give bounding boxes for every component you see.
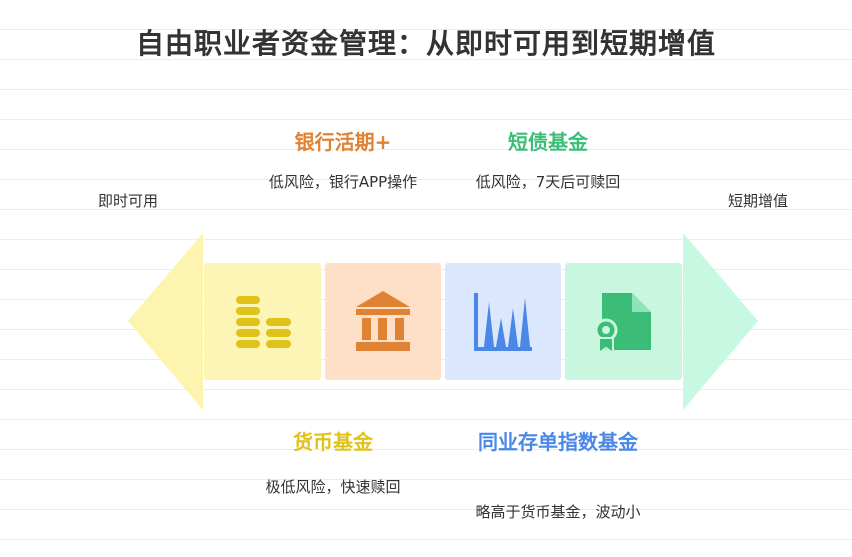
right-end-label: 短期增值 bbox=[727, 192, 788, 210]
ncd-index-fund-tile bbox=[445, 263, 561, 380]
right-arrow bbox=[683, 233, 758, 410]
bank-current-heading: 银行活期+ bbox=[294, 130, 392, 154]
short-bond-fund-description: 低风险，7天后可赎回 bbox=[475, 173, 621, 191]
ncd-index-fund-description: 略高于货币基金，波动小 bbox=[475, 503, 641, 521]
left-arrow bbox=[128, 233, 203, 410]
bank-current-description: 低风险，银行APP操作 bbox=[268, 173, 418, 191]
bank-building-icon bbox=[356, 291, 410, 351]
money-fund-description: 极低风险，快速赎回 bbox=[265, 478, 401, 496]
coins-stack-icon bbox=[236, 296, 291, 348]
certificate-document-icon bbox=[594, 293, 651, 355]
money-fund-tile bbox=[204, 263, 321, 380]
ncd-index-fund-heading: 同业存单指数基金 bbox=[478, 430, 638, 454]
page-title: 自由职业者资金管理：从即时可用到短期增值 bbox=[135, 27, 716, 60]
money-fund-heading: 货币基金 bbox=[293, 430, 373, 454]
left-end-label: 即时可用 bbox=[97, 192, 158, 210]
bar-chart-icon bbox=[474, 293, 532, 351]
short-bond-fund-heading: 短债基金 bbox=[508, 130, 588, 154]
